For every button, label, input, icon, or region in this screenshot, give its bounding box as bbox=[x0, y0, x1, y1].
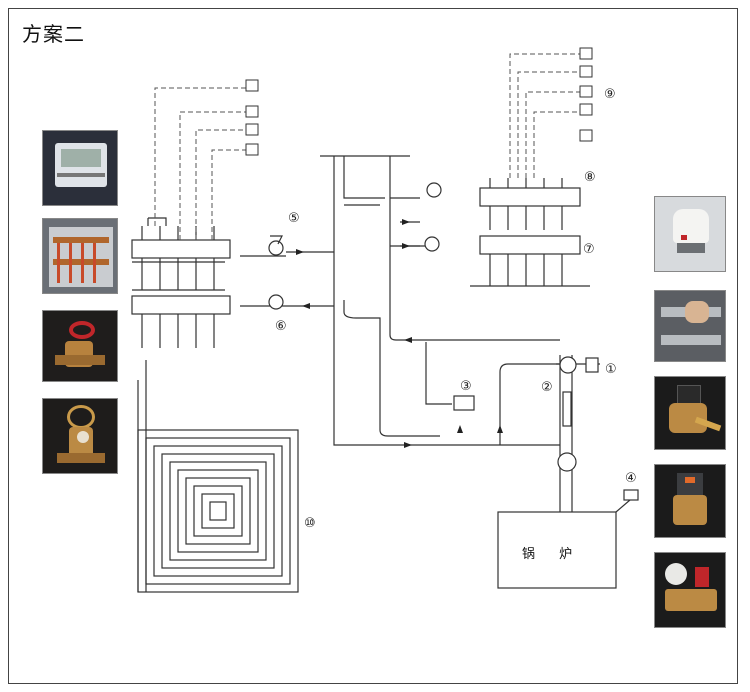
thermostat-photo bbox=[42, 130, 118, 206]
pump-group-photo bbox=[654, 552, 726, 628]
main-riser-right bbox=[389, 156, 560, 341]
boiler-label: 锅 炉 bbox=[522, 547, 583, 562]
marker-4: ④ bbox=[625, 471, 637, 486]
page-title: 方案二 bbox=[22, 22, 85, 46]
actuator-photo bbox=[654, 196, 726, 272]
marker-1: ① bbox=[605, 362, 617, 377]
brass-valve-photo bbox=[42, 398, 118, 474]
valve-3 bbox=[453, 395, 475, 411]
safety-valve-photo bbox=[654, 464, 726, 538]
mixing-valve-photo bbox=[654, 376, 726, 450]
valve-right-top bbox=[426, 182, 442, 198]
marker-8: ⑧ bbox=[584, 170, 596, 185]
marker-7: ⑦ bbox=[583, 242, 595, 257]
valve-5 bbox=[268, 235, 284, 256]
marker-10: ⑩ bbox=[304, 516, 316, 531]
manifold-cabinet-photo bbox=[42, 218, 118, 294]
mixing-valve-1 bbox=[559, 356, 599, 374]
valve-right-bottom bbox=[424, 236, 440, 252]
marker-9: ⑨ bbox=[604, 87, 616, 102]
valve-6 bbox=[268, 294, 284, 310]
hand-valve-photo bbox=[654, 290, 726, 362]
pump bbox=[557, 452, 577, 472]
safety-valve-4 bbox=[623, 489, 639, 501]
marker-6: ⑥ bbox=[275, 319, 287, 334]
marker-labels: ① ② ③ ④ ⑤ ⑥ ⑦ ⑧ ⑨ ⑩ bbox=[275, 87, 637, 531]
marker-3: ③ bbox=[460, 379, 472, 394]
marker-2: ② bbox=[541, 380, 553, 395]
red-valve-photo bbox=[42, 310, 118, 382]
marker-5: ⑤ bbox=[288, 211, 300, 226]
